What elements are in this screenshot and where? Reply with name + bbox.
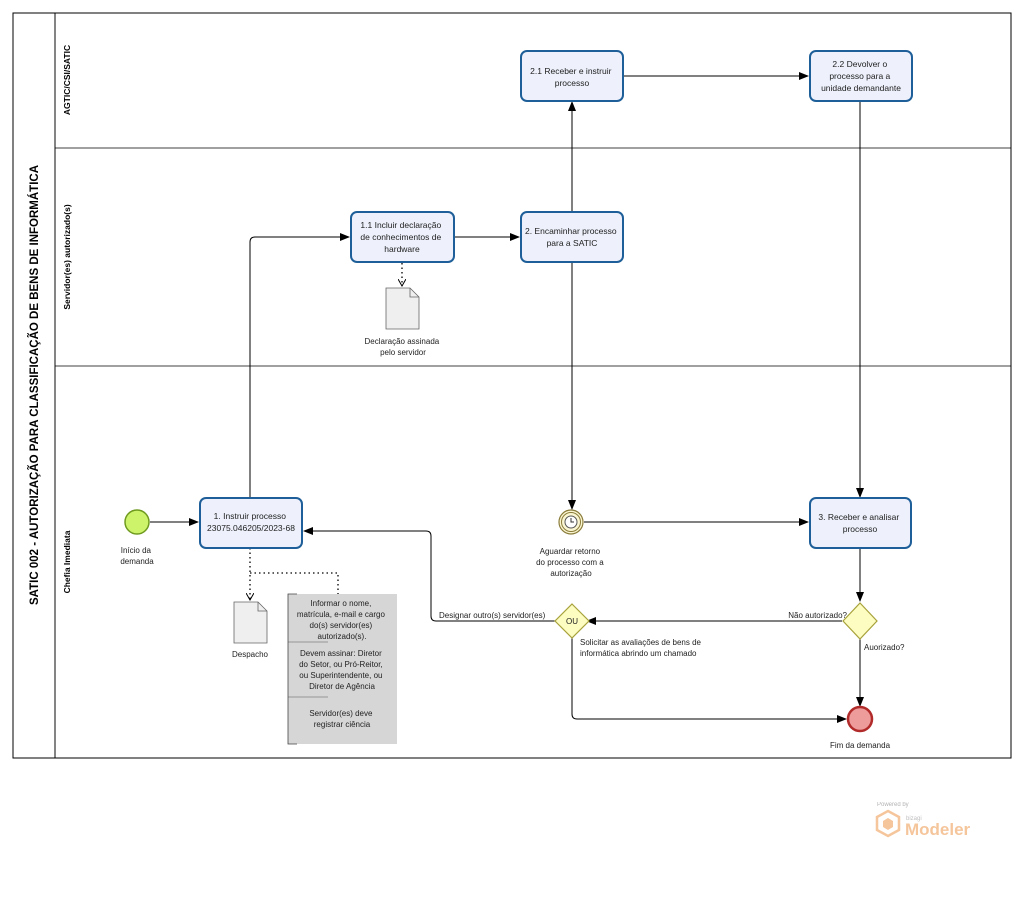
pool-border: [12, 12, 1012, 759]
task-1-line-1: 1. Instruir processo: [214, 511, 287, 521]
inclusive-gateway-ou[interactable]: OU: [554, 603, 590, 639]
task-3-line-1: 3. Receber e analisar: [818, 512, 899, 522]
document-declaracao-icon[interactable]: [385, 287, 420, 330]
svg-text:3. Receber e analisar pr: 3. Receber e analisar processo: [818, 512, 901, 534]
flow-or-to-end: [571, 638, 847, 723]
end-event[interactable]: [846, 705, 874, 733]
flow-label-request: Solicitar as avaliações de bens de infor…: [580, 638, 703, 658]
annotation-paragraph-1: Informar o nome, matrícula, e-mail e car…: [297, 599, 387, 641]
task-2-1-line-2: processo: [555, 78, 590, 88]
timer-event[interactable]: [558, 509, 584, 535]
task-2-line-1: 2. Encaminhar processo: [525, 226, 617, 236]
exclusive-gateway-autorizado[interactable]: [842, 602, 878, 640]
lane-title-servidor: Servidor(es) autorizado(s): [62, 204, 72, 309]
task-2-2-devolver-processo[interactable]: 2.2 Devolver o processo para a unidade d…: [809, 50, 913, 102]
task-1-line-2: 23075.046205/2023-68: [207, 523, 295, 533]
sequence-flows: [150, 72, 864, 723]
task-2-encaminhar-processo[interactable]: 2. Encaminhar processo para a SATIC: [520, 211, 624, 263]
flow-label-not-authorized: Não autorizado?: [788, 611, 847, 620]
annotation-paragraph-2: Devem assinar: Diretor do Setor, ou Pró-…: [299, 649, 385, 691]
end-event-label: Fim da demanda: [830, 741, 891, 750]
gateway-xor-label: Auorizado?: [864, 643, 905, 652]
svg-text:1. Instruir processo 230: 1. Instruir processo 23075.046205/2023-6…: [207, 511, 295, 533]
task-1-1-line-3: hardware: [384, 244, 420, 254]
text-annotation[interactable]: Informar o nome, matrícula, e-mail e car…: [287, 593, 397, 745]
flow-or-to-t1: [303, 527, 557, 622]
task-1-1-line-1: 1.1 Incluir declaração: [360, 220, 441, 230]
associations: [250, 263, 402, 600]
task-1-1-line-2: de conhecimentos de: [360, 232, 441, 242]
pool: SATIC 002 - AUTORIZAÇÃO PARA CLASSIFICAÇ…: [12, 12, 1012, 759]
svg-text:1.1 Incluir declaração d: 1.1 Incluir declaração de conhecimentos …: [360, 220, 443, 254]
task-2-2-line-2: processo para a: [829, 71, 890, 81]
svg-text:2.1 Receber e instruir p: 2.1 Receber e instruir processo: [530, 66, 614, 88]
task-2-1-receber-instruir[interactable]: 2.1 Receber e instruir processo: [520, 50, 624, 102]
powered-by-text: Powered by: [877, 802, 909, 808]
start-event[interactable]: [124, 509, 150, 535]
assoc-t1-to-annotation: [250, 572, 339, 594]
flow-t1-to-t11: [249, 233, 350, 497]
lane-title-chefia: Chefia Imediata: [62, 530, 72, 593]
annotation-paragraph-3: Servidor(es) deve registrar ciência: [309, 709, 374, 729]
task-3-receber-analisar[interactable]: 3. Receber e analisar processo: [809, 497, 912, 549]
svg-text:2. Encaminhar processo p: 2. Encaminhar processo para a SATIC: [525, 226, 619, 248]
bizagi-logo-icon: [875, 809, 901, 838]
document-despacho-label: Despacho: [232, 650, 269, 659]
task-2-1-line-1: 2.1 Receber e instruir: [530, 66, 611, 76]
gateway-or-label: OU: [566, 617, 578, 626]
svg-text:2.2 Devolver o processo: 2.2 Devolver o processo para a unidade d…: [821, 59, 901, 93]
bizagi-modeler-text: Modeler: [905, 820, 971, 839]
bizagi-small-text: bizagi: [906, 816, 922, 822]
task-2-2-line-1: 2.2 Devolver o: [832, 59, 887, 69]
pool-title: SATIC 002 - AUTORIZAÇÃO PARA CLASSIFICAÇ…: [28, 165, 41, 605]
task-2-2-line-3: unidade demandante: [821, 83, 901, 93]
start-event-label: Início da demanda: [120, 546, 154, 566]
task-1-1-incluir-declaracao[interactable]: 1.1 Incluir declaração de conhecimentos …: [350, 211, 455, 263]
flow-label-designate: Designar outro(s) servidor(es): [439, 611, 546, 620]
lane-title-agtic: AGTIC/CSI/SATIC: [62, 45, 72, 115]
document-declaracao-label: Declaração assinada pelo servidor: [365, 337, 442, 357]
bizagi-watermark: Powered by bizagi Modeler: [875, 802, 971, 839]
task-2-line-2: para a SATIC: [547, 238, 598, 248]
task-3-line-2: processo: [843, 524, 878, 534]
timer-event-label: Aguardar retorno do processo com a autor…: [536, 547, 606, 578]
document-despacho-icon[interactable]: [233, 601, 268, 644]
task-1-instruir-processo[interactable]: 1. Instruir processo 23075.046205/2023-6…: [199, 497, 303, 549]
